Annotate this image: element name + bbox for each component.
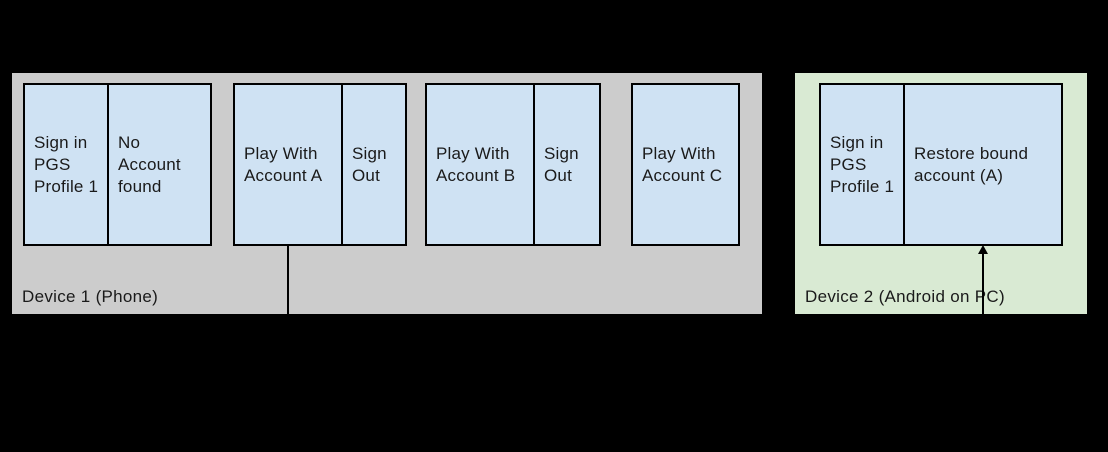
box-sign-in-pgs-profile-1-device2: Sign in PGS Profile 1 <box>819 83 905 246</box>
box-sign-out-1: Sign Out <box>343 83 407 246</box>
step-group-account-b: Play With Account B Sign Out <box>425 83 601 246</box>
connector-line-from-account-a <box>287 246 289 314</box>
box-sign-out-2: Sign Out <box>535 83 601 246</box>
device1-label: Device 1 (Phone) <box>22 287 159 306</box>
arrow-up-icon <box>978 245 988 254</box>
box-play-with-account-a: Play With Account A <box>233 83 343 246</box>
connector-line-to-restore-account <box>982 253 984 314</box>
box-text: Play With Account A <box>244 143 323 185</box>
box-play-with-account-c: Play With Account C <box>631 83 740 246</box>
box-text: Sign Out <box>544 143 579 185</box>
box-text: No Account found <box>118 132 181 196</box>
box-text: Sign in PGS Profile 1 <box>830 132 895 196</box>
box-text: Play With Account B <box>436 143 516 185</box>
box-text: Restore bound account (A) <box>914 143 1029 185</box>
box-text: Sign in PGS Profile 1 <box>34 132 99 196</box>
step-group-account-c: Play With Account C <box>631 83 740 246</box>
box-text: Play With Account C <box>642 143 723 185</box>
box-play-with-account-b: Play With Account B <box>425 83 535 246</box>
step-group-restore-account: Sign in PGS Profile 1 Restore bound acco… <box>819 83 1063 246</box>
box-text: Sign Out <box>352 143 387 185</box>
device2-label: Device 2 (Android on PC) <box>805 287 1005 306</box>
box-restore-bound-account: Restore bound account (A) <box>905 83 1063 246</box>
box-sign-in-pgs-profile-1: Sign in PGS Profile 1 <box>23 83 109 246</box>
step-group-signin-noaccount: Sign in PGS Profile 1 No Account found <box>23 83 212 246</box>
box-no-account-found: No Account found <box>109 83 212 246</box>
step-group-account-a: Play With Account A Sign Out <box>233 83 407 246</box>
